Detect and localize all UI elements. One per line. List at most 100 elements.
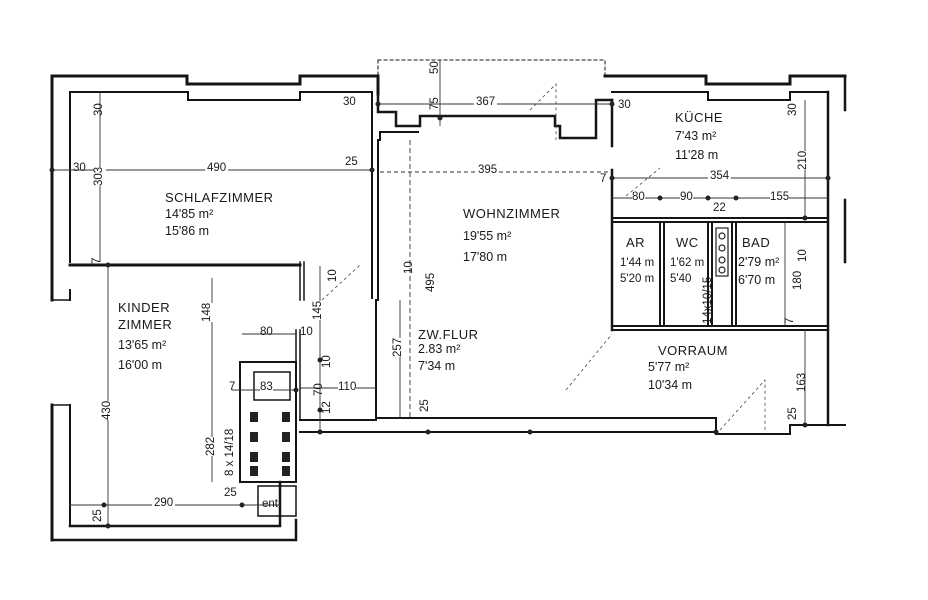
chimney-flues — [250, 412, 290, 476]
dim-label-10-living: 10 — [403, 261, 415, 274]
dim-label-30-schlaf: 30 — [73, 162, 86, 174]
dim-label-shaft: 14x10/15 — [702, 276, 714, 324]
dim-label-257: 257 — [392, 337, 405, 357]
dim-ticks — [49, 101, 831, 529]
room-perimeter-vorraum: 10'34 m — [648, 378, 693, 392]
wall-living-bottom — [375, 299, 613, 419]
room-name-schlafzimmer: SCHLAFZIMMER — [165, 190, 274, 205]
room-area-ar: 1'44 m — [620, 257, 655, 269]
dim-label-25-kinder: 25 — [224, 487, 237, 499]
wall-bottom-left — [50, 480, 298, 542]
dim-label-367: 367 — [474, 96, 498, 109]
room-area-schlafzimmer: 14'85 m² — [165, 207, 214, 221]
wall-wet-bottom — [611, 325, 829, 331]
room-perimeter-wohnzimmer: 17'80 m — [463, 250, 508, 264]
dim-label-163: 163 — [796, 372, 808, 392]
dim-label-180: 180 — [792, 270, 804, 290]
dim-label-30-kueche: 30 — [618, 99, 631, 111]
chimney-inner — [253, 371, 291, 401]
dim-label-75: 75 — [429, 97, 441, 110]
wall-wc-shaft — [707, 221, 713, 327]
dim-label-80-kueche: 80 — [632, 191, 645, 204]
wall-ar-wc — [659, 221, 665, 327]
room-name-vorraum: VORRAUM — [658, 343, 728, 358]
wall-kitchen-bottom — [611, 217, 829, 223]
room-name-ar: AR — [626, 235, 646, 250]
dim-label-110: 110 — [338, 381, 357, 394]
wall-vorraum-bottom — [611, 417, 846, 435]
dim-label-22: 22 — [713, 202, 726, 214]
room-perimeter-zwflur: 7'34 m — [418, 359, 456, 373]
dim-label-25-flur: 25 — [419, 399, 431, 412]
dim-label-25-schlaf: 25 — [345, 156, 358, 168]
dim-label-25-vorraum: 25 — [787, 407, 799, 420]
dim-label-30-top-left: 30 — [93, 103, 105, 116]
dim-label-chimney: 8 x 14/18 — [224, 428, 236, 476]
dim-label-354: 354 — [708, 170, 732, 183]
room-area-wc: 1'62 m — [670, 257, 705, 269]
dim-label-10-flur: 10 — [321, 355, 333, 368]
entry-door-swing — [719, 378, 766, 431]
entry-block — [257, 485, 297, 517]
room-name-kueche: KÜCHE — [675, 110, 724, 125]
room-perimeter-wc: 5'40 — [670, 273, 692, 285]
dim-label-303: 303 — [93, 166, 106, 186]
room-name-kinderzimmer-line2: ZIMMER — [118, 317, 173, 332]
room-area-vorraum: 5'77 m² — [648, 360, 690, 374]
dim-label-80-kinder: 80 — [260, 326, 273, 338]
room-perimeter-ar: 5'20 m — [620, 273, 655, 285]
dim-label-148: 148 — [201, 302, 214, 322]
room-perimeter-schlafzimmer: 15'86 m — [165, 224, 210, 238]
room-name-wohnzimmer: WOHNZIMMER — [463, 206, 561, 221]
dim-label-145: 145 — [312, 300, 325, 320]
dim-label-395: 395 — [476, 164, 500, 177]
dim-label-7-kinder: 7 — [229, 381, 236, 393]
wall-bed-living — [371, 93, 381, 301]
chimney-block — [239, 361, 297, 483]
dim-label-50: 50 — [429, 61, 441, 74]
wall-top-left — [50, 74, 380, 96]
wall-bed-kinder-door — [299, 261, 305, 301]
dim-label-10-kinder: 10 — [300, 326, 313, 338]
room-perimeter-kueche: 11'28 m — [675, 148, 719, 162]
dim-label-430: 430 — [101, 400, 114, 420]
wall-right — [826, 74, 847, 427]
room-name-wc: WC — [676, 235, 699, 250]
door-swing-kitchen — [625, 167, 661, 197]
door-swing-vorraum — [565, 333, 613, 391]
dim-label-70: 70 — [313, 383, 325, 396]
room-area-kueche: 7'43 m² — [675, 129, 717, 143]
dim-label-7-bad: 7 — [784, 317, 796, 324]
wall-top-left-inner — [69, 91, 373, 101]
room-name-bad: BAD — [742, 235, 771, 250]
wall-corridor — [299, 419, 717, 433]
wall-top-right — [603, 74, 847, 86]
room-perimeter-bad: 6'70 m — [738, 273, 776, 287]
room-area-wohnzimmer: 19'55 m² — [463, 229, 512, 243]
wall-shaft-bad — [731, 221, 737, 327]
room-name-kinderzimmer-line1: KINDER — [118, 300, 171, 315]
room-perimeter-kinderzimmer: 16'00 m — [118, 358, 163, 372]
dim-label-495: 495 — [425, 272, 438, 292]
dim-label-155: 155 — [770, 191, 790, 204]
wall-living-top-inner — [379, 131, 597, 139]
room-area-kinderzimmer: 13'65 m² — [118, 338, 167, 352]
dim-label-30-wohn: 30 — [343, 96, 356, 108]
dim-label-90: 90 — [680, 191, 693, 204]
dim-label-490: 490 — [205, 162, 229, 175]
dim-label-7-left: 7 — [91, 257, 103, 264]
dim-label-7-kueche: 7 — [600, 173, 607, 185]
door-swing-living — [321, 264, 361, 301]
dim-label-12: 12 — [321, 401, 333, 414]
wall-left-jamb — [51, 299, 71, 406]
balcony-outline — [377, 59, 606, 95]
room-area-bad: 2'79 m² — [738, 255, 780, 269]
dim-label-210: 210 — [797, 150, 810, 170]
dim-label-ent: ent — [262, 498, 278, 510]
dim-label-30-right: 30 — [787, 103, 799, 116]
installation-shaft — [715, 227, 729, 277]
dim-label-10-right: 10 — [797, 249, 809, 262]
dim-label-290: 290 — [152, 497, 176, 510]
dim-label-10-door: 10 — [327, 269, 339, 282]
